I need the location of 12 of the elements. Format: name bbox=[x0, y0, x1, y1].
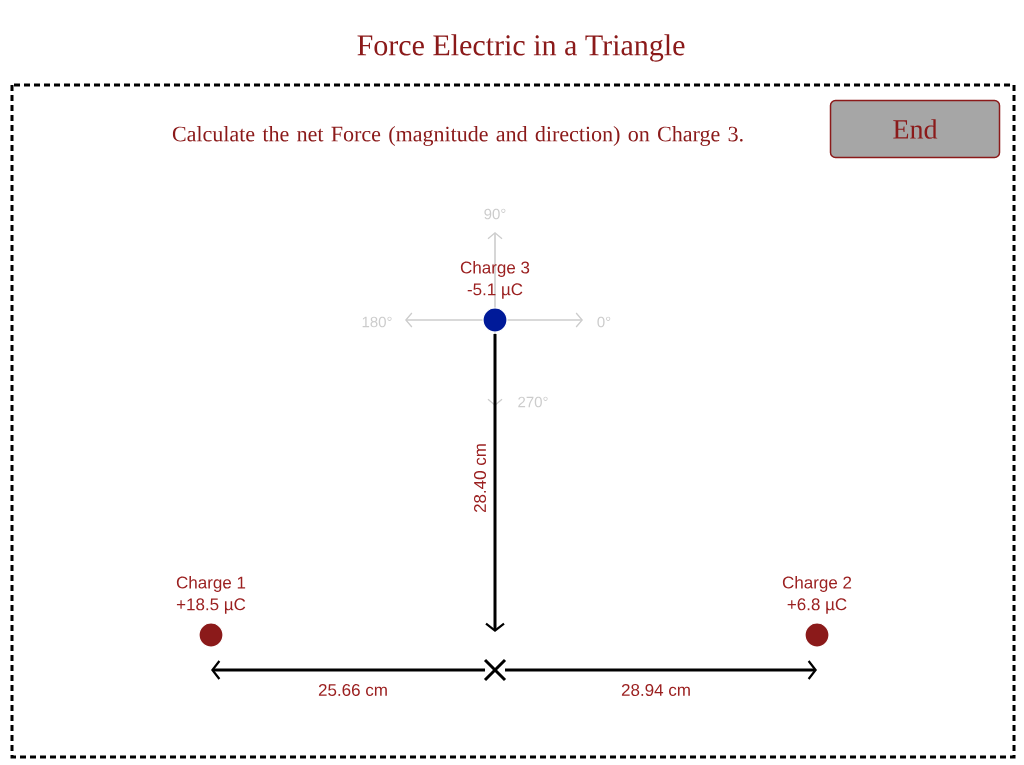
end-button: End bbox=[829, 99, 1001, 159]
dimension-label: 28.94 cm bbox=[621, 684, 690, 697]
charge-label: -5.1 µC bbox=[467, 283, 523, 299]
charge-label: Charge 2 bbox=[782, 576, 852, 592]
instruction-text: Calculate the net Force (magnitude and direction) on Charge 3. bbox=[172, 126, 743, 146]
charge-label: +18.5 µC bbox=[176, 598, 246, 614]
dimension-label: 25.66 cm bbox=[318, 684, 387, 697]
charge-label: Charge 3 bbox=[460, 261, 530, 277]
title: Force Electric in a Triangle bbox=[357, 34, 685, 62]
dimension-label: 28.40 cm bbox=[474, 444, 487, 513]
charge-label: +6.8 µC bbox=[787, 598, 847, 614]
charge-label: Charge 1 bbox=[176, 576, 246, 592]
